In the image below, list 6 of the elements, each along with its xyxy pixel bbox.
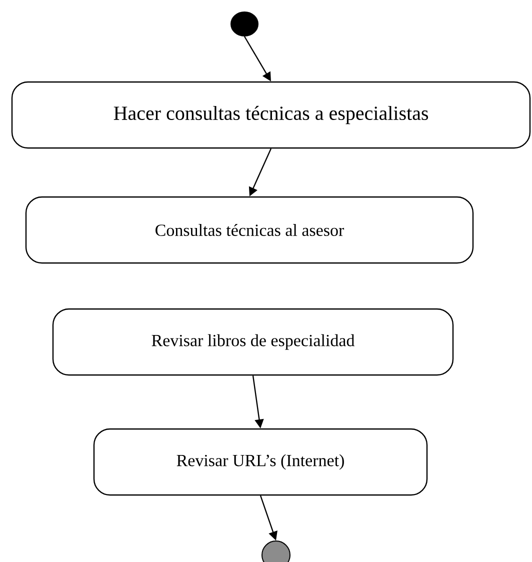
start-node [230, 12, 258, 36]
activity-box: Hacer consultas técnicas a especialistas [11, 81, 531, 149]
activity-box: Consultas técnicas al asesor [25, 196, 474, 264]
end-node [262, 540, 290, 562]
activity-box: Revisar libros de especialidad [52, 308, 454, 376]
activity-box: Revisar URL’s (Internet) [93, 428, 428, 496]
